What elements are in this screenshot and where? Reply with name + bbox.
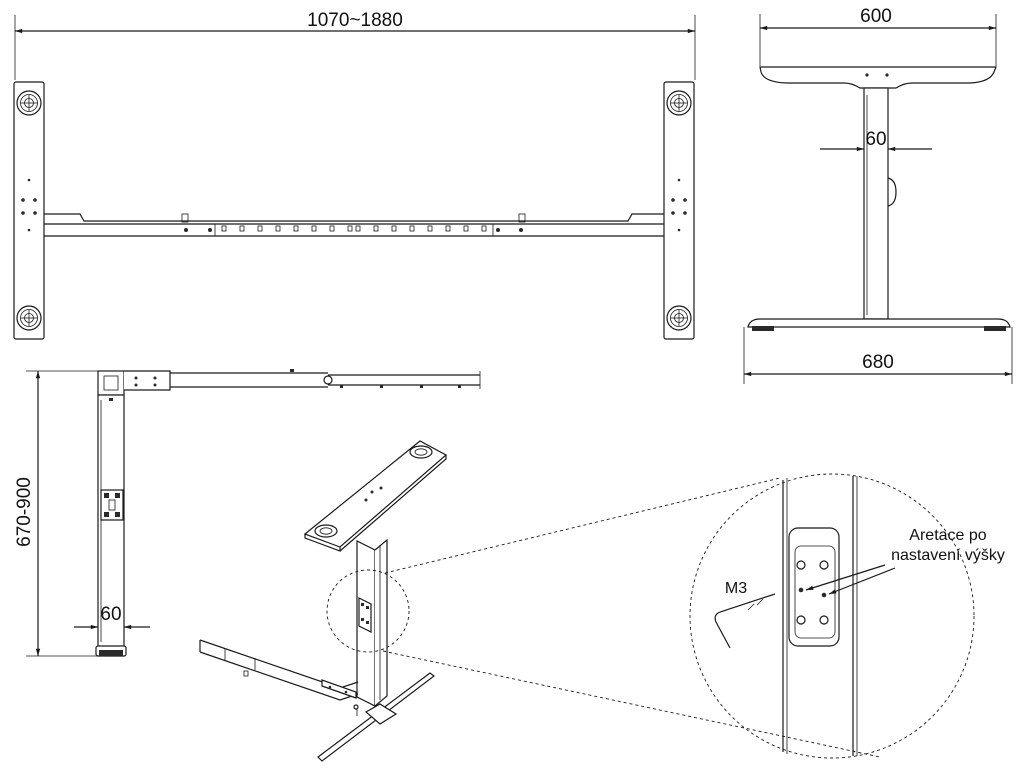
column-width-dimension-label: 60 bbox=[865, 129, 886, 150]
leveling-pad-icon bbox=[666, 90, 692, 116]
front-column-width-dimension-label: 60 bbox=[100, 604, 121, 625]
allen-key-icon bbox=[714, 593, 776, 649]
detail-circle bbox=[689, 473, 975, 759]
crossbar bbox=[44, 213, 664, 237]
side-view: 600 60 680 bbox=[743, 6, 1013, 384]
top-view: 1070~1880 bbox=[13, 10, 696, 340]
leveling-pad-icon bbox=[16, 305, 42, 331]
iso-lock-plate bbox=[358, 597, 372, 633]
right-foot bbox=[663, 81, 695, 340]
top-width-dimension-label: 600 bbox=[860, 6, 892, 27]
lock-block bbox=[887, 177, 897, 207]
lock-screw bbox=[821, 592, 827, 598]
detail-view: M3 Aretace po nastavení výšky bbox=[689, 473, 1005, 759]
isometric-view bbox=[199, 440, 448, 762]
corner-bracket bbox=[97, 370, 125, 396]
foot-base bbox=[747, 318, 1011, 328]
leader-line-bottom bbox=[382, 650, 881, 758]
tool-label: M3 bbox=[725, 580, 747, 597]
leader-line-top bbox=[384, 477, 781, 574]
column-front bbox=[97, 394, 125, 648]
lock-screw bbox=[798, 587, 804, 593]
width-dimension-label: 1070~1880 bbox=[307, 10, 403, 31]
column bbox=[863, 87, 889, 320]
lock-label-line-1: Aretace po bbox=[909, 527, 986, 544]
focus-circle bbox=[326, 569, 410, 653]
top-bracket bbox=[759, 66, 997, 89]
base-width-dimension-label: 680 bbox=[862, 352, 894, 373]
leveling-pad-icon bbox=[666, 305, 692, 331]
lock-label-line-2: nastavení výšky bbox=[891, 547, 1005, 564]
leveling-pad-icon bbox=[16, 90, 42, 116]
front-view: 670-900 60 bbox=[14, 369, 481, 657]
height-dimension-label: 670-900 bbox=[14, 477, 35, 547]
left-foot bbox=[13, 81, 45, 340]
iso-crossbar bbox=[199, 639, 359, 689]
